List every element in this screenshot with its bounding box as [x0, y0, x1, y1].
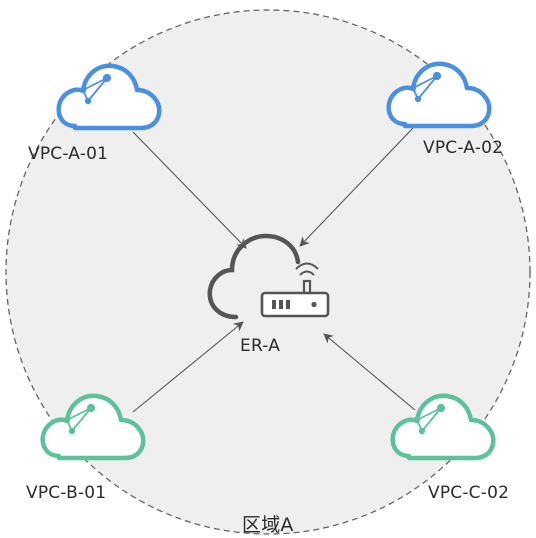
region-boundary: [5, 9, 531, 535]
vpc-b-01-cloud-icon[interactable]: [40, 393, 146, 461]
enterprise-router-icon[interactable]: [207, 233, 330, 320]
vpc-a-01-cloud-icon[interactable]: [56, 63, 162, 131]
vpc-b-01-label: VPC-B-01: [26, 483, 107, 503]
link-vpc-a-02-to-er: [299, 127, 414, 247]
vpc-c-02-label: VPC-C-02: [428, 483, 510, 503]
link-vpc-c-02-to-er: [323, 333, 416, 411]
vpc-a-02-cloud-icon[interactable]: [386, 61, 492, 129]
vpc-a-01-label: VPC-A-01: [28, 144, 109, 164]
router-label: ER-A: [240, 336, 281, 356]
region-label: 区域A: [242, 514, 294, 536]
vpc-a-02-label: VPC-A-02: [423, 138, 504, 158]
link-vpc-b-01-to-er: [132, 321, 244, 413]
link-vpc-a-01-to-er: [132, 131, 247, 249]
vpc-c-02-cloud-icon[interactable]: [390, 393, 496, 461]
